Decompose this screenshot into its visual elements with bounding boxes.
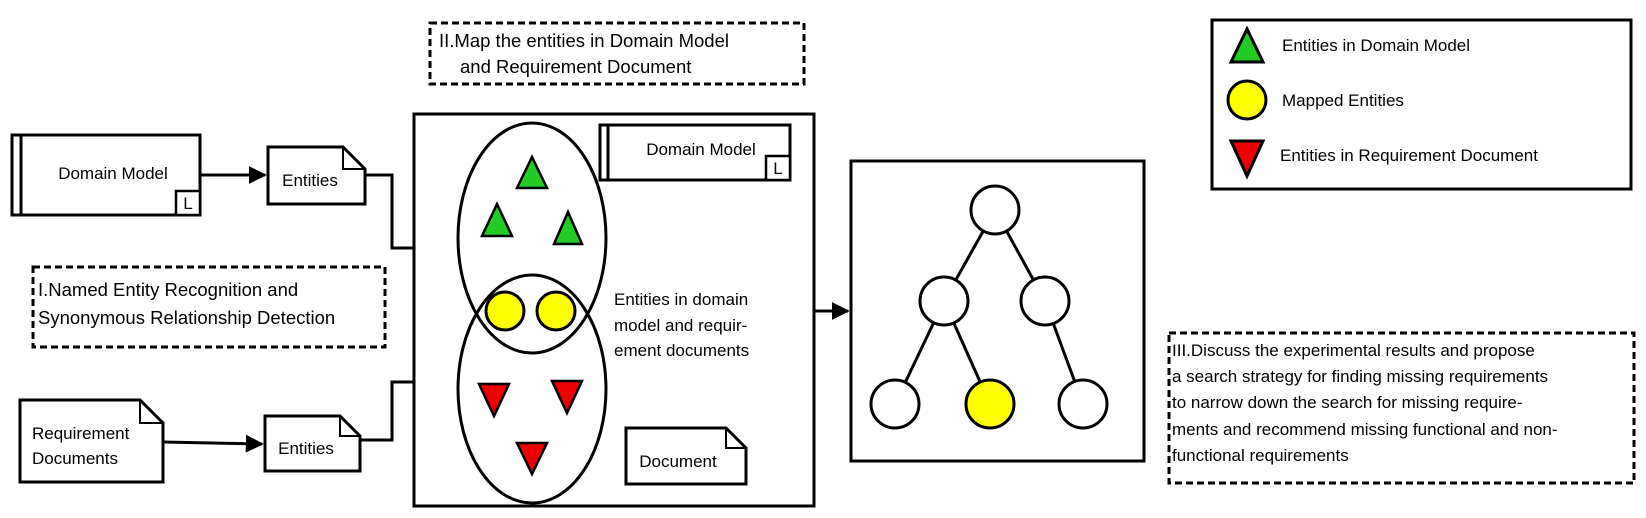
- inner-domain-model-box: Domain Model L: [598, 123, 792, 182]
- requirement-entity-triangle-icon: [515, 441, 549, 477]
- step3-line1: III.Discuss the experimental results and…: [1172, 341, 1535, 360]
- requirement-entities-ellipse: [456, 273, 608, 505]
- step3-line3: to narrow down the search for missing re…: [1172, 393, 1523, 412]
- step1-box: I.Named Entity Recognition and Synonymou…: [31, 265, 387, 349]
- tree-node: [918, 275, 970, 327]
- step2-line1: II.Map the entities in Domain Model: [439, 30, 729, 51]
- legend-item-domain: Entities in Domain Model: [1282, 36, 1470, 55]
- step2-box: II.Map the entities in Domain Model and …: [428, 21, 806, 86]
- domain-entity-triangle-icon: [515, 154, 549, 190]
- step1-line2: Synonymous Relationship Detection: [38, 307, 335, 328]
- domain-entity-triangle-icon: [552, 208, 584, 246]
- inner-document-label: Document: [639, 452, 717, 471]
- legend: Entities in Domain Model Mapped Entities…: [1210, 18, 1633, 191]
- requirement-entity-triangle-icon: [550, 379, 584, 416]
- step3-box: III.Discuss the experimental results and…: [1167, 331, 1636, 485]
- legend-triangle-up-icon: [1228, 25, 1266, 64]
- mapped-entity-circle-icon: [535, 290, 577, 332]
- legend-item-mapped: Mapped Entities: [1282, 91, 1404, 110]
- step2-line2: and Requirement Document: [460, 56, 691, 77]
- tree-node: [1019, 275, 1071, 327]
- inner-document-doc: Document: [624, 426, 748, 486]
- mapped-entity-circle-icon: [484, 290, 526, 332]
- mapping-description-line1: Entities in domain: [614, 290, 748, 309]
- requirement-documents-line2: Documents: [32, 449, 118, 468]
- mapping-description-line2: model and requir-: [614, 316, 747, 335]
- requirement-entities-label: Entities: [278, 439, 334, 458]
- step1-line1: I.Named Entity Recognition and: [38, 279, 298, 300]
- tree-node: [1057, 378, 1109, 430]
- domain-entities-doc: Entities: [266, 145, 367, 206]
- mapping-box: Domain Model L Entities in domain model …: [412, 112, 816, 508]
- search-tree-box: [849, 159, 1146, 463]
- legend-triangle-down-icon: [1228, 139, 1266, 180]
- requirement-documents-line1: Requirement: [32, 424, 130, 443]
- step3-line5: functional requirements: [1172, 446, 1349, 465]
- domain-entities-label: Entities: [282, 171, 338, 190]
- domain-entities-ellipse: [456, 121, 608, 355]
- requirement-entities-doc: Entities: [263, 414, 362, 473]
- legend-circle-icon: [1226, 79, 1268, 121]
- legend-item-requirement: Entities in Requirement Document: [1280, 146, 1538, 165]
- domain-entity-triangle-icon: [480, 201, 514, 238]
- inner-domain-model-tag: L: [773, 159, 782, 178]
- tree-node-root: [969, 184, 1021, 236]
- tree-node: [869, 378, 921, 430]
- step3-line4: ments and recommend missing functional a…: [1172, 420, 1558, 439]
- step3-line2: a search strategy for finding missing re…: [1172, 367, 1548, 386]
- domain-model-box: Domain Model L: [10, 133, 202, 217]
- inner-domain-model-label: Domain Model: [646, 140, 756, 159]
- requirement-documents-doc: Requirement Documents: [18, 398, 165, 484]
- tree-node-mapped: [964, 378, 1016, 430]
- domain-model-label: Domain Model: [58, 164, 168, 183]
- arrow-requirements-to-entities: [162, 434, 264, 453]
- domain-model-tag: L: [183, 194, 192, 213]
- requirement-entity-triangle-icon: [477, 382, 511, 419]
- mapping-description-line3: ement documents: [614, 341, 749, 360]
